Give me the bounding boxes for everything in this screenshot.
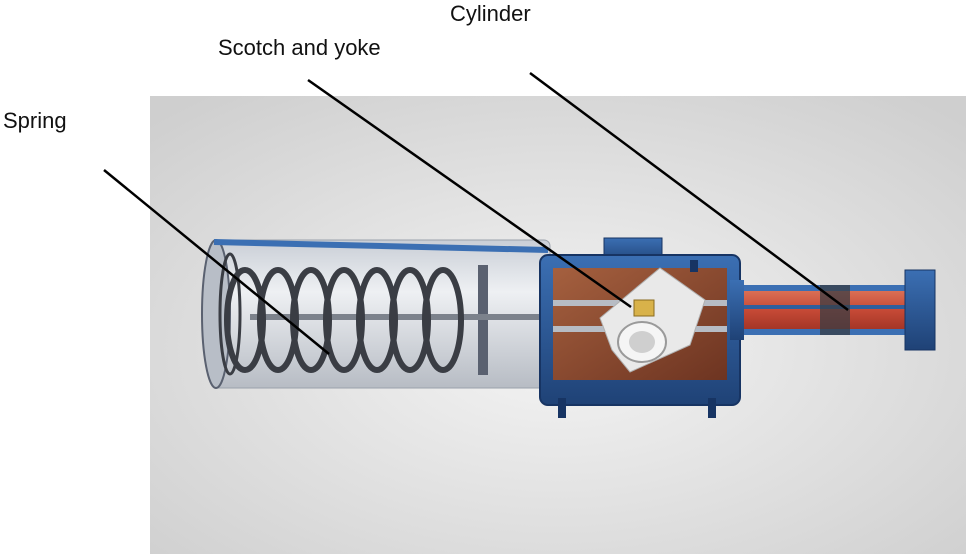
spring-coils	[224, 267, 464, 373]
cylinder-label: Cylinder	[450, 1, 531, 26]
scotch-yoke	[599, 267, 706, 373]
scotch-and-yoke-label: Scotch and yoke	[218, 35, 381, 60]
leader-lines	[103, 71, 849, 355]
scotch-yoke-leader-line	[307, 78, 632, 309]
spring-label: Spring	[3, 108, 67, 133]
cylinder-leader-line	[529, 71, 849, 312]
spring-leader-line	[103, 169, 330, 355]
